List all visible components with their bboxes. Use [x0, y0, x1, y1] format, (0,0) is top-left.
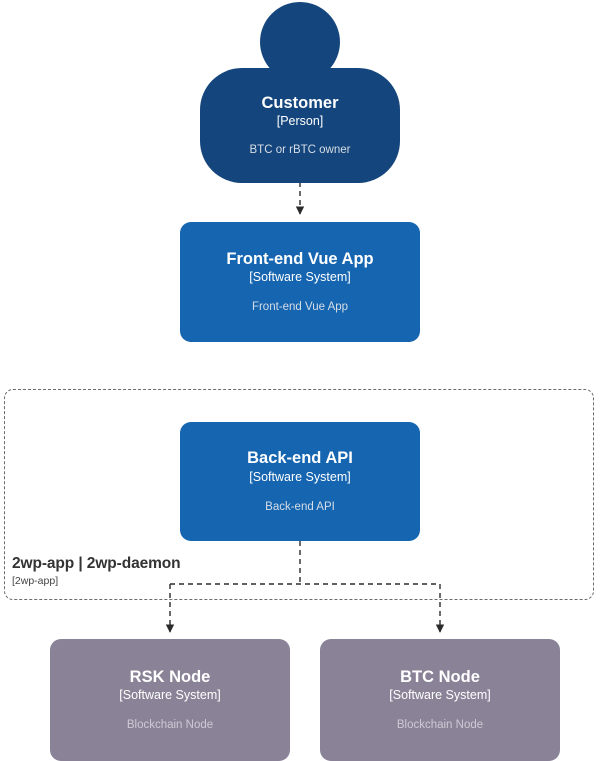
element-customer-stereotype: [Person]	[276, 114, 324, 129]
element-customer-title: Customer	[261, 93, 339, 112]
person-body: Customer [Person] BTC or rBTC owner	[200, 68, 400, 183]
element-frontend-stereotype: [Software System]	[249, 270, 351, 285]
element-rsk-node-description: Blockchain Node	[126, 719, 214, 732]
element-backend-api[interactable]: Back-end API [Software System] Back-end …	[180, 422, 420, 541]
element-frontend-vue-app[interactable]: Front-end Vue App [Software System] Fron…	[180, 222, 420, 342]
element-btc-node-stereotype: [Software System]	[389, 688, 491, 703]
boundary-label-group: 2wp-app | 2wp-daemon [2wp-app]	[12, 555, 312, 587]
boundary-name: 2wp-app | 2wp-daemon	[12, 555, 181, 572]
element-rsk-node[interactable]: RSK Node [Software System] Blockchain No…	[50, 639, 290, 761]
element-backend-stereotype: [Software System]	[249, 469, 351, 484]
boundary-2wp-app	[4, 389, 594, 600]
element-btc-node[interactable]: BTC Node [Software System] Blockchain No…	[320, 639, 560, 761]
element-frontend-title: Front-end Vue App	[226, 249, 374, 268]
element-backend-title: Back-end API	[247, 449, 353, 468]
element-customer[interactable]: Customer [Person] BTC or rBTC owner	[200, 2, 400, 183]
element-customer-description: BTC or rBTC owner	[249, 144, 351, 157]
element-rsk-node-stereotype: [Software System]	[119, 688, 221, 703]
element-frontend-description: Front-end Vue App	[251, 301, 349, 314]
element-btc-node-description: Blockchain Node	[396, 719, 484, 732]
boundary-technology: [2wp-app]	[12, 574, 59, 587]
element-backend-description: Back-end API	[265, 500, 335, 513]
element-rsk-node-title: RSK Node	[129, 667, 211, 686]
element-btc-node-title: BTC Node	[400, 667, 480, 686]
